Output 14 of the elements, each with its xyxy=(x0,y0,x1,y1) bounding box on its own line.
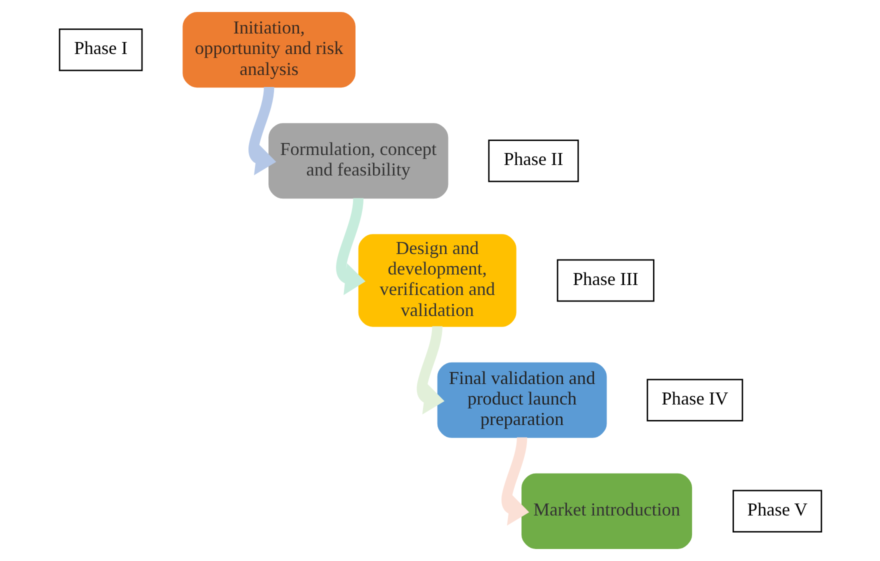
arrow xyxy=(248,86,276,176)
arrow xyxy=(416,326,444,415)
node-box: Phase IV xyxy=(646,378,743,422)
arrow xyxy=(501,436,529,526)
node-box: Final validation and product launch preparation xyxy=(436,362,606,438)
node-box: Design and development, verification and validation xyxy=(358,234,516,327)
node-box: Phase V xyxy=(732,490,822,532)
node-box: Phase III xyxy=(556,259,654,302)
node-box: Phase I xyxy=(58,28,142,72)
arrow xyxy=(336,198,365,296)
node-box: Phase II xyxy=(488,140,578,182)
node-box: Initiation, opportunity and risk analysis xyxy=(182,12,355,88)
node-box: Formulation, concept and feasibility xyxy=(268,123,448,199)
node-box: Market introduction xyxy=(521,473,692,549)
